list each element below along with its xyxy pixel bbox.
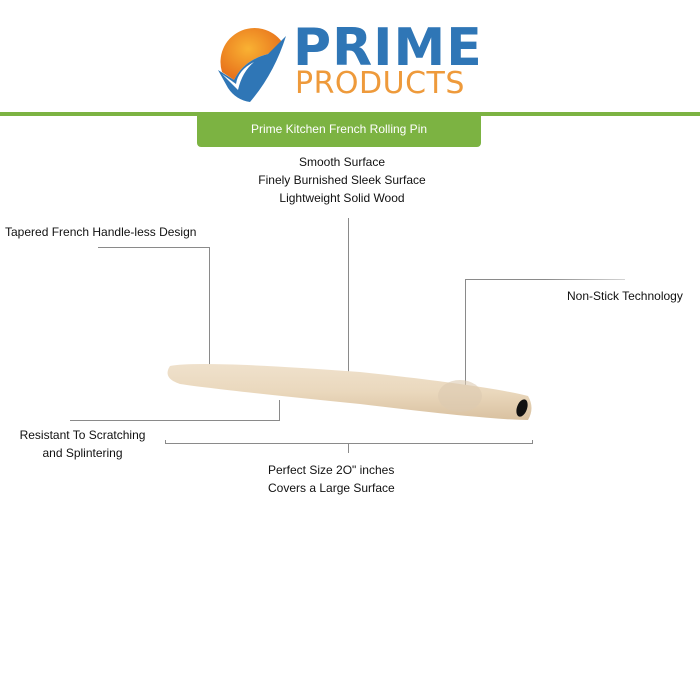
callout-resistant-line-1: Resistant To Scratching <box>19 428 146 442</box>
brand-name-prime: PRIME <box>293 18 483 78</box>
leader-line-resistant-h <box>70 420 280 421</box>
callout-size-line-1: Perfect Size 2O" inches <box>268 463 395 477</box>
size-bracket-left-tick <box>165 440 166 444</box>
leader-line-nonstick-h <box>465 279 625 280</box>
leader-line-nonstick-v <box>465 279 466 389</box>
logo-sun-check-icon <box>218 27 286 102</box>
callout-surface: Smooth Surface Finely Burnished Sleek Su… <box>240 153 444 207</box>
callout-surface-line-3: Lightweight Solid Wood <box>279 191 405 205</box>
callout-surface-line-2: Finely Burnished Sleek Surface <box>258 173 426 187</box>
brand-name-products: PRODUCTS <box>295 66 465 101</box>
callout-surface-line-1: Smooth Surface <box>298 155 386 169</box>
leader-line-resistant-v <box>279 400 280 420</box>
callout-size-line-2: Covers a Large Surface <box>268 481 395 495</box>
callout-resistant-line-2: and Splintering <box>42 446 123 460</box>
leader-line-tapered-h <box>98 247 210 248</box>
logo <box>214 24 294 104</box>
product-title-banner: Prime Kitchen French Rolling Pin <box>197 114 481 147</box>
leader-line-surface <box>348 218 349 383</box>
leader-line-tapered-v <box>209 247 210 365</box>
callout-nonstick: Non-Stick Technology <box>567 289 683 303</box>
rolling-pin-image <box>160 356 540 428</box>
callout-tapered: Tapered French Handle-less Design <box>5 225 197 239</box>
size-bracket-center-tick <box>348 443 349 453</box>
size-bracket <box>165 443 533 444</box>
size-bracket-right-tick <box>532 440 533 444</box>
callout-size: Perfect Size 2O" inches Covers a Large S… <box>268 461 395 497</box>
callout-resistant: Resistant To Scratching and Splintering <box>0 426 165 462</box>
